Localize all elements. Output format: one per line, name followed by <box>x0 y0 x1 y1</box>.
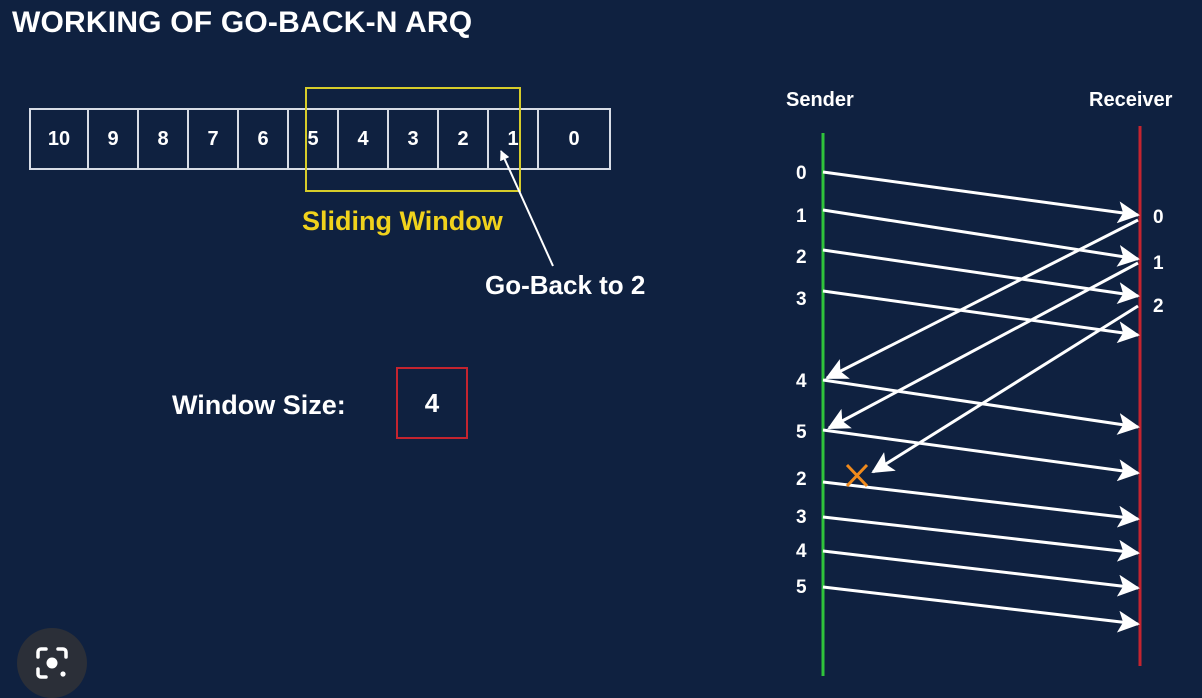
receiver-label: Receiver <box>1089 89 1173 111</box>
sender-frame-number: 2 <box>796 247 807 268</box>
sender-frame-number: 4 <box>796 371 807 392</box>
sender-frame-number: 5 <box>796 422 807 443</box>
sender-frame-number: 4 <box>796 541 807 562</box>
window-size-label: Window Size: <box>172 390 346 420</box>
receiver-ack-number: 2 <box>1153 296 1164 317</box>
go-back-pointer-arrow <box>500 150 554 267</box>
sliding-window-label: Sliding Window <box>302 206 503 236</box>
frame-arrow <box>822 170 1140 224</box>
sender-label: Sender <box>786 89 854 111</box>
frame-arrow <box>822 248 1140 304</box>
lost-ack-x-icon <box>845 463 869 488</box>
sender-frame-number: 2 <box>796 469 807 490</box>
receiver-ack-number: 1 <box>1153 253 1164 274</box>
go-back-label: Go-Back to 2 <box>485 270 646 300</box>
ack-arrow <box>825 218 1139 380</box>
window-size-value: 4 <box>396 367 468 439</box>
sender-frame-number: 3 <box>796 289 807 310</box>
ack-arrow <box>871 304 1139 474</box>
receiver-ack-number: 0 <box>1153 207 1164 228</box>
visual-search-button[interactable] <box>17 628 87 698</box>
frame-arrow <box>822 585 1140 633</box>
sender-frame-number: 3 <box>796 507 807 528</box>
sliding-window-frame <box>305 87 521 192</box>
frame-arrow <box>822 549 1140 597</box>
frame-arrow <box>822 480 1140 528</box>
sender-frame-number: 1 <box>796 206 807 227</box>
frame-arrow <box>822 515 1140 562</box>
page-title: WORKING OF GO-BACK-N ARQ <box>12 6 473 39</box>
sender-frame-number: 5 <box>796 577 807 598</box>
sequence-number-strip: 10 9 8 7 6 5 4 3 2 1 0 <box>29 108 611 170</box>
sequence-cell: 0 <box>537 108 611 170</box>
frame-arrow <box>822 208 1140 267</box>
frame-arrow <box>822 289 1140 344</box>
lens-icon <box>36 647 68 679</box>
sender-frame-number: 0 <box>796 163 807 184</box>
ack-arrow <box>827 261 1139 430</box>
frame-arrow <box>822 428 1140 482</box>
